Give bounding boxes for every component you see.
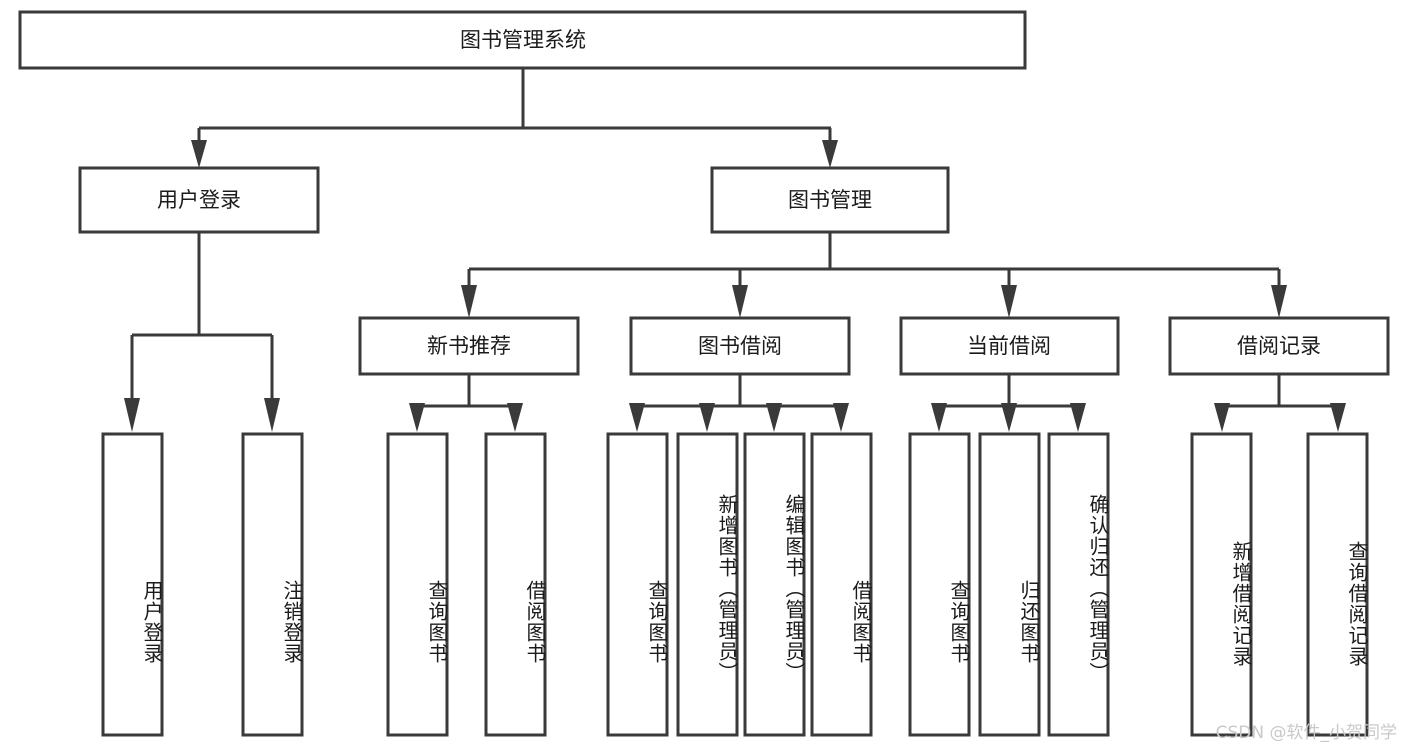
node-label-new-book-recommend: 新书推荐 <box>427 334 511 358</box>
node-box-leaf-query-book-2[interactable] <box>606 432 669 737</box>
node-book-management-system[interactable]: 图书管理系统 <box>18 10 1027 70</box>
node-box-borrow-record[interactable] <box>1168 316 1390 376</box>
node-label-root: 图书管理系统 <box>460 28 586 52</box>
arrow-user-login-to-leaf1 <box>124 398 140 432</box>
node-book-manage[interactable]: 图书管理 <box>710 166 950 234</box>
node-new-book-recommend[interactable]: 新书推荐 <box>358 316 580 376</box>
node-box-current-borrow[interactable] <box>899 316 1120 376</box>
node-box-leaf-add-borrow-record[interactable] <box>1190 432 1253 737</box>
arrow-borrow-to-leaf3 <box>766 403 782 432</box>
node-box-leaf-query-book-1[interactable] <box>386 432 449 737</box>
arrow-root-to-book-manage <box>822 140 838 168</box>
arrow-current-to-leaf1 <box>931 403 947 432</box>
node-label-user-login: 用户登录 <box>157 188 241 212</box>
node-label-book-manage: 图书管理 <box>788 188 872 212</box>
arrow-book-manage-to-l3-2 <box>732 285 748 318</box>
node-box-root[interactable] <box>18 10 1027 70</box>
node-box-leaf-user-login[interactable] <box>101 432 164 737</box>
node-box-leaf-edit-book[interactable] <box>743 432 806 737</box>
arrow-book-manage-to-l3-1 <box>461 285 477 318</box>
arrow-record-to-leaf2 <box>1330 403 1346 432</box>
node-box-leaf-add-book[interactable] <box>676 432 739 737</box>
node-box-leaf-confirm-return[interactable] <box>1047 432 1110 737</box>
node-box-new-book-recommend[interactable] <box>358 316 580 376</box>
arrow-recommend-to-leaf1 <box>409 403 425 432</box>
arrow-user-login-to-leaf2 <box>264 398 280 432</box>
node-box-leaf-query-book-3[interactable] <box>908 432 971 737</box>
node-box-leaf-query-borrow-record[interactable] <box>1306 432 1369 737</box>
arrow-borrow-to-leaf1 <box>629 403 645 432</box>
arrow-record-to-leaf1 <box>1214 403 1230 432</box>
arrow-current-to-leaf3 <box>1070 403 1086 432</box>
node-current-borrow[interactable]: 当前借阅 <box>899 316 1120 376</box>
node-user-login[interactable]: 用户登录 <box>78 166 320 234</box>
node-label-borrow-record: 借阅记录 <box>1237 334 1321 358</box>
node-box-book-borrow[interactable] <box>629 316 851 376</box>
arrow-recommend-to-leaf2 <box>507 403 523 432</box>
node-box-leaf-borrow-book-2[interactable] <box>810 432 873 737</box>
node-book-borrow[interactable]: 图书借阅 <box>629 316 851 376</box>
node-label-current-borrow: 当前借阅 <box>967 334 1051 358</box>
arrow-root-to-user-login <box>191 140 207 168</box>
arrow-book-manage-to-l3-4 <box>1271 285 1287 318</box>
arrow-book-manage-to-l3-3 <box>1001 285 1017 318</box>
node-box-leaf-logout-login[interactable] <box>241 432 304 737</box>
arrow-borrow-to-leaf4 <box>833 403 849 432</box>
arrow-borrow-to-leaf2 <box>699 403 715 432</box>
node-box-leaf-return-book[interactable] <box>978 432 1041 737</box>
csdn-watermark: CSDN @软件_小贺同学 <box>1215 723 1397 743</box>
arrow-current-to-leaf2 <box>1001 403 1017 432</box>
node-label-book-borrow: 图书借阅 <box>698 334 782 358</box>
connector-group <box>124 68 1346 432</box>
node-box-book-manage[interactable] <box>710 166 950 234</box>
node-borrow-record[interactable]: 借阅记录 <box>1168 316 1390 376</box>
node-box-user-login[interactable] <box>78 166 320 234</box>
node-box-leaf-borrow-book-1[interactable] <box>484 432 547 737</box>
